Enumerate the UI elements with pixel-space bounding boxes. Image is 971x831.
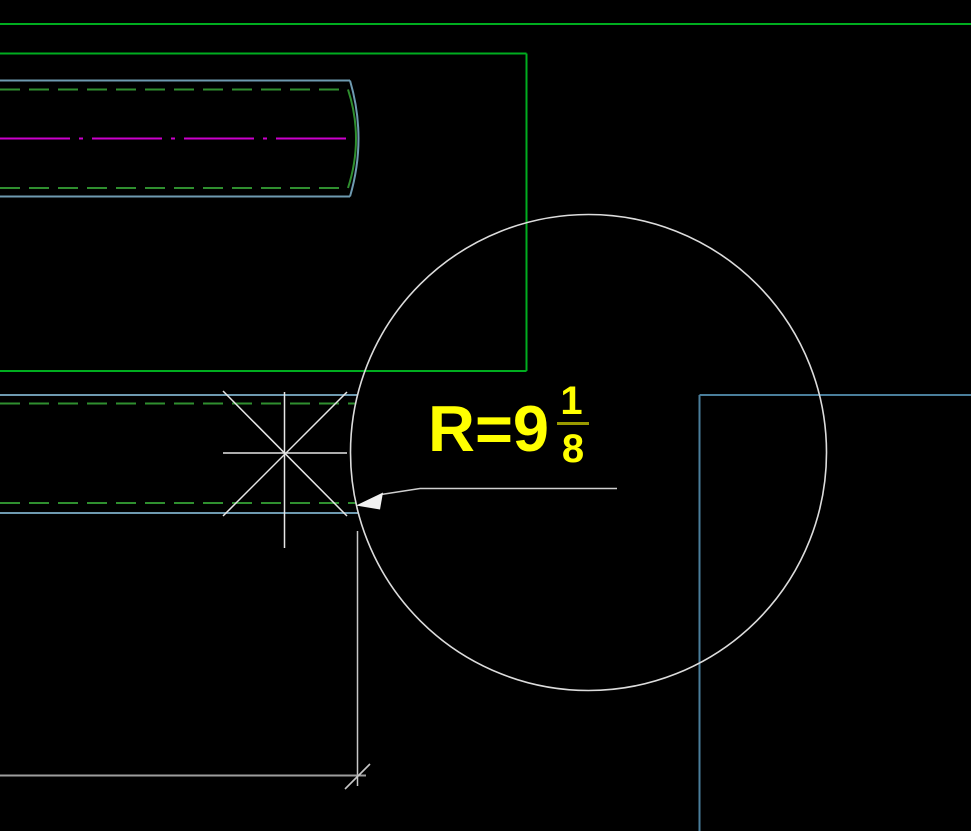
radius-dimension: R=9 1 8	[428, 379, 584, 471]
radius-fraction-numerator[interactable]: 1	[560, 379, 582, 423]
dimension-tick[interactable]	[344, 763, 371, 790]
radius-dimension-label[interactable]: R=9	[428, 392, 549, 465]
radius-fraction-denominator[interactable]: 8	[562, 427, 584, 471]
radius-leader-arrowhead[interactable]	[356, 492, 383, 510]
entities	[0, 23, 971, 831]
break-mark-diagonal-2[interactable]	[222, 391, 348, 517]
upper-pipe-endcap-inner[interactable]	[347, 89, 357, 189]
upper-pipe-endcap-outer[interactable]	[349, 80, 360, 197]
detail-boundary-circle[interactable]	[349, 213, 828, 692]
radius-leader-line[interactable]	[380, 487, 617, 496]
